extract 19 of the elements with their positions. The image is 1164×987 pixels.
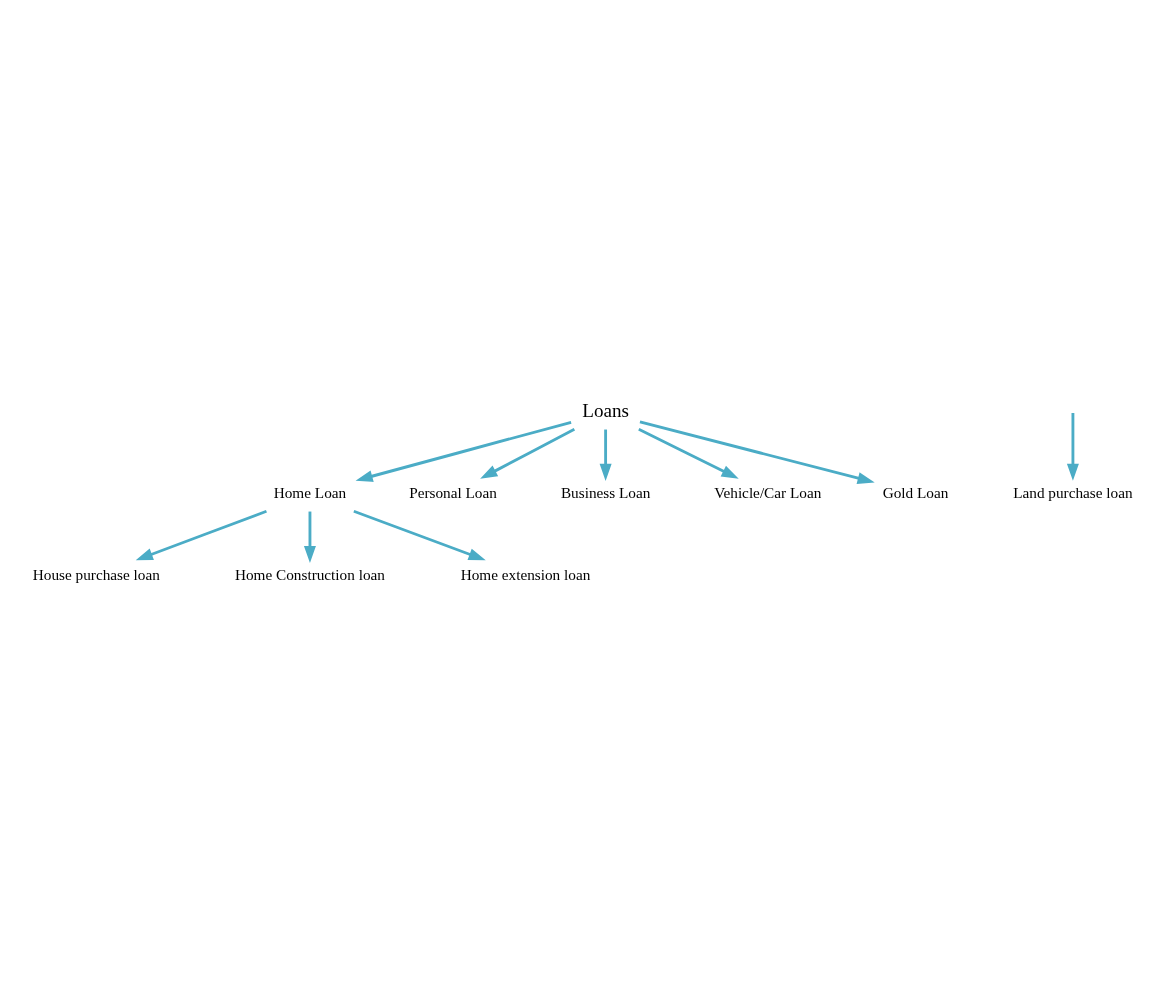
node-text: Personal Loan <box>409 483 497 501</box>
node-text: Loans <box>582 399 629 421</box>
arrow <box>355 420 572 482</box>
arrow <box>480 427 576 479</box>
arrow <box>599 429 612 481</box>
arrow <box>353 509 486 560</box>
arrow <box>639 419 875 484</box>
arrow <box>638 427 739 479</box>
arrow <box>135 509 267 560</box>
node-text: Home extension loan <box>460 565 591 583</box>
node-text: House purchase loan <box>32 565 160 583</box>
node-text: Land purchase loan <box>1013 483 1133 501</box>
arrow <box>1066 412 1079 481</box>
arrow <box>303 511 316 563</box>
node-text: Home Construction loan <box>234 565 385 583</box>
node-text: Vehicle/Car Loan <box>714 483 822 501</box>
node-text: Home Loan <box>273 483 347 501</box>
node-text: Business Loan <box>560 483 651 501</box>
node-text: Gold Loan <box>882 483 949 501</box>
